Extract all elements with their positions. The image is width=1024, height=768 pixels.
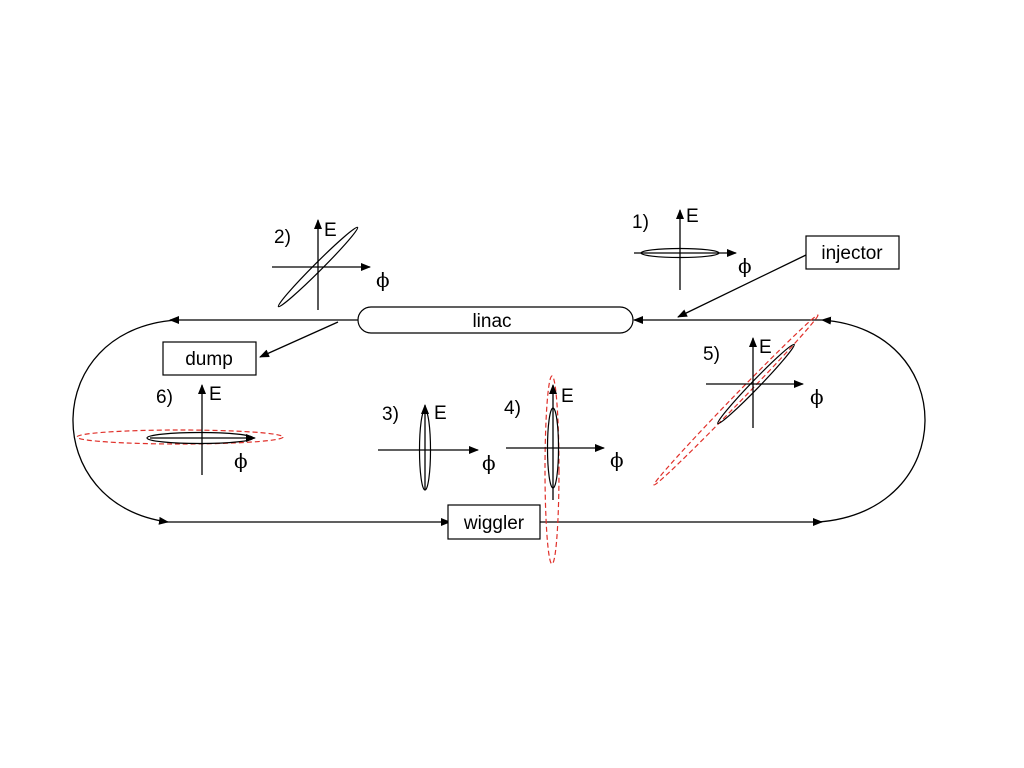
phase-axis-label-5: ϕ — [810, 385, 824, 409]
phase-axis-label-6: ϕ — [234, 449, 248, 473]
energy-axis-label-5: E — [759, 337, 772, 358]
energy-axis-label-6: E — [209, 384, 222, 405]
energy-axis-label-2: E — [324, 220, 337, 241]
injector-arrow — [677, 254, 807, 318]
phase-space-2: 2) E ϕ — [272, 219, 390, 310]
stage-label-2: 2) — [274, 227, 291, 248]
stage-label-6: 6) — [156, 387, 173, 408]
energy-axis-label-1: E — [686, 206, 699, 227]
bunch-ellipse-4-spread — [544, 375, 560, 565]
bunch-ellipse-6 — [146, 431, 254, 445]
phase-axis-label-2: ϕ — [376, 268, 390, 292]
bunch-ellipse-4 — [546, 407, 560, 489]
phase-axis-label-1: ϕ — [738, 254, 752, 278]
energy-axis-label-3: E — [434, 403, 447, 424]
phase-space-3: 3) E ϕ — [378, 403, 496, 491]
stage-label-5: 5) — [703, 344, 720, 365]
bunch-ellipse-3 — [418, 409, 432, 491]
beam-right-arc — [817, 316, 926, 523]
bunch-ellipse-5 — [717, 343, 795, 425]
injector: injector — [805, 235, 900, 270]
bunch-ellipse-1 — [640, 247, 720, 259]
energy-axis-label-4: E — [561, 386, 574, 407]
dump: dump — [162, 341, 257, 376]
beam-path — [72, 254, 926, 526]
stage-label-3: 3) — [382, 404, 399, 425]
bunch-ellipse-6-spread — [76, 429, 284, 445]
stage-label-4: 4) — [504, 398, 521, 419]
wiggler: wiggler — [447, 504, 541, 540]
phase-axis-label-4: ϕ — [610, 448, 624, 472]
stage-label-1: 1) — [632, 212, 649, 233]
dump-arrow — [259, 321, 339, 358]
linac: linac — [357, 306, 634, 334]
phase-space-6: 6) E ϕ — [76, 384, 284, 475]
wiggler-label: wiggler — [463, 513, 525, 534]
bunch-ellipse-2 — [277, 226, 359, 308]
linac-label: linac — [472, 311, 511, 332]
dump-label: dump — [185, 349, 233, 370]
phase-space-4: 4) E ϕ — [504, 375, 624, 565]
beam-left-arc — [72, 319, 177, 525]
phase-axis-label-3: ϕ — [482, 451, 496, 475]
phase-space-1: 1) E ϕ — [632, 206, 752, 290]
phase-space-5: 5) E ϕ — [653, 314, 824, 486]
injector-label: injector — [821, 243, 883, 264]
bunch-ellipse-5-spread — [653, 314, 819, 486]
